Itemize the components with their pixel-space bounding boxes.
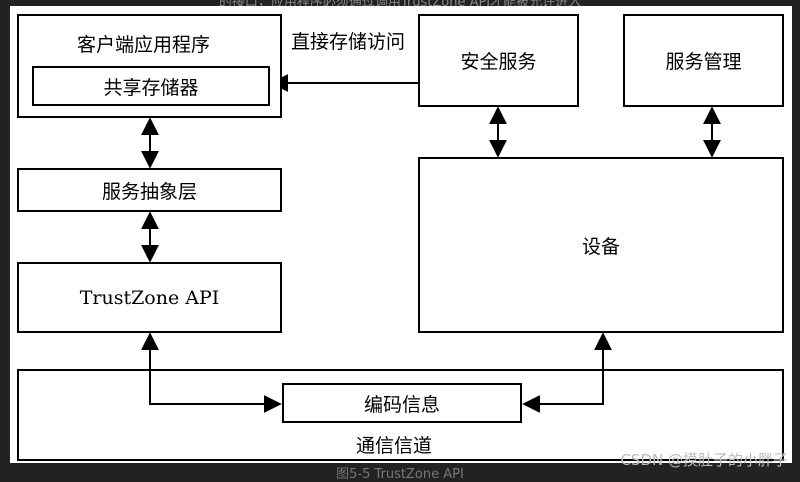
comm-channel-label: 通信信道 [356, 435, 433, 457]
trustzone-api-box: TrustZone API [17, 262, 282, 333]
shared-memory-label: 共享存储器 [103, 76, 199, 99]
device-encoded-arrow [522, 332, 612, 413]
api-encoded-arrow [141, 332, 282, 413]
secure-service-label: 安全服务 [460, 51, 537, 73]
encoded-info-box: 编码信息 [282, 383, 522, 423]
watermark-text: CSDN @摸肚子的小胖子 [620, 451, 788, 469]
trustzone-api-label: TrustZone API [79, 286, 220, 309]
direct-access-label: 直接存储访问 [289, 27, 408, 54]
top-caption: 的接口，应用程序必须通过调用TrustZone API才能被允许进入 [218, 0, 582, 10]
service-abstraction-box: 服务抽象层 [17, 168, 282, 212]
device-box: 设备 [418, 157, 784, 333]
service-management-label: 服务管理 [665, 51, 742, 73]
shared-memory-box: 共享存储器 [32, 66, 270, 106]
diagram-canvas: 客户端应用程序 共享存储器 直接存储访问 安全服务 服务管理 服务抽象层 Tru… [10, 6, 792, 463]
encoded-info-label: 编码信息 [363, 393, 440, 416]
comm-channel-box: 通信信道 [17, 369, 784, 461]
device-label: 设备 [581, 235, 620, 258]
service-management-box: 服务管理 [623, 14, 784, 107]
figure-caption: 图5-5 TrustZone API [336, 467, 464, 482]
secure-service-box: 安全服务 [418, 14, 579, 107]
client-app-label: 客户端应用程序 [77, 34, 211, 56]
service-abstraction-label: 服务抽象层 [101, 180, 197, 203]
connector-layer [141, 74, 721, 413]
